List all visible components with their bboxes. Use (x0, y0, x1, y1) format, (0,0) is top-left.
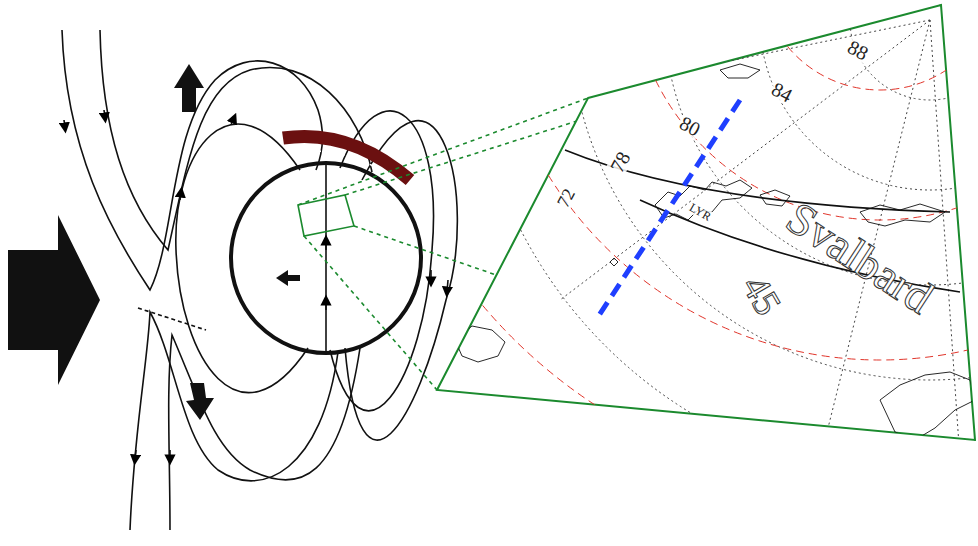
earth-circle (231, 163, 421, 353)
flow-arrow (186, 383, 214, 420)
geomagnetic-grid (360, 0, 978, 490)
solar-wind-arrow (8, 215, 100, 385)
field-lines (62, 30, 457, 530)
latitude-grid (440, 0, 978, 480)
map-panel (437, 5, 975, 440)
x-line (138, 308, 206, 330)
convection-arrow (276, 270, 300, 286)
cusp-boundary (292, 151, 388, 176)
flow-arrow (174, 64, 204, 112)
meridian-scan-line (596, 100, 740, 320)
cusp-aurora-band (283, 136, 410, 180)
coastlines (455, 64, 975, 440)
